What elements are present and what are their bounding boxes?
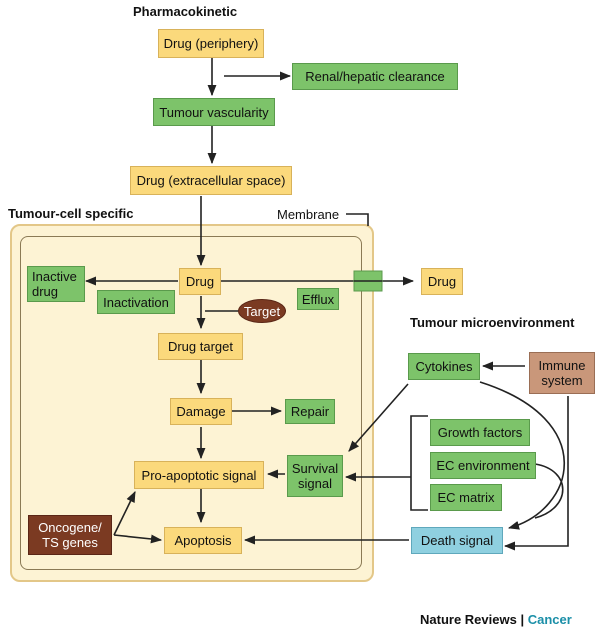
growth-factors-node: Growth factors bbox=[430, 419, 530, 446]
inactivation-node: Inactivation bbox=[97, 290, 175, 314]
drug-extracellular-node: Drug (extracellular space) bbox=[130, 166, 292, 195]
ec-matrix-node: EC matrix bbox=[430, 484, 502, 511]
arrow-cytokines-to-death bbox=[479, 381, 565, 530]
drug-target-node: Drug target bbox=[158, 333, 243, 360]
ec-bracket bbox=[410, 415, 428, 511]
arrow-oncogene-to-proapoptotic bbox=[113, 490, 136, 536]
cytokines-node: Cytokines bbox=[408, 353, 480, 380]
arrow-cytokines-to-survival bbox=[348, 383, 409, 452]
microenvironment-heading: Tumour microenvironment bbox=[410, 315, 575, 330]
journal-name: Nature Reviews bbox=[420, 612, 517, 627]
inactive-drug-node: Inactive drug bbox=[27, 266, 85, 302]
tumour-cell-heading: Tumour-cell specific bbox=[8, 206, 134, 221]
arrow-oncogene-to-apoptosis bbox=[113, 534, 163, 544]
clearance-node: Renal/hepatic clearance bbox=[292, 63, 458, 90]
journal-section: Cancer bbox=[527, 612, 572, 627]
oncogene-node: Oncogene/ TS genes bbox=[28, 515, 112, 555]
curve-ec-to-death bbox=[534, 463, 564, 519]
credit-separator: | bbox=[516, 612, 528, 627]
drug-inside-node: Drug bbox=[179, 268, 221, 295]
arrow-immune-to-death bbox=[503, 396, 569, 551]
drug-outside-node: Drug bbox=[421, 268, 463, 295]
efflux-node: Efflux bbox=[297, 288, 339, 310]
vascularity-node: Tumour vascularity bbox=[153, 98, 275, 126]
repair-node: Repair bbox=[285, 399, 335, 424]
publisher-credit: Nature Reviews | Cancer bbox=[420, 612, 572, 627]
immune-system-node: Immune system bbox=[529, 352, 595, 394]
cell-membrane bbox=[20, 236, 362, 570]
death-signal-node: Death signal bbox=[411, 527, 503, 554]
ec-environment-node: EC environment bbox=[430, 452, 536, 479]
damage-node: Damage bbox=[170, 398, 232, 425]
membrane-label: Membrane bbox=[277, 207, 340, 222]
pro-apoptotic-node: Pro-apoptotic signal bbox=[134, 461, 264, 489]
apoptosis-node: Apoptosis bbox=[164, 527, 242, 554]
membrane-callout-line bbox=[346, 213, 369, 226]
target-node: Target bbox=[238, 299, 286, 323]
pharmacokinetic-heading: Pharmacokinetic bbox=[133, 4, 238, 19]
survival-signal-node: Survival signal bbox=[287, 455, 343, 497]
drug-periphery-node: Drug (periphery) bbox=[158, 29, 264, 58]
